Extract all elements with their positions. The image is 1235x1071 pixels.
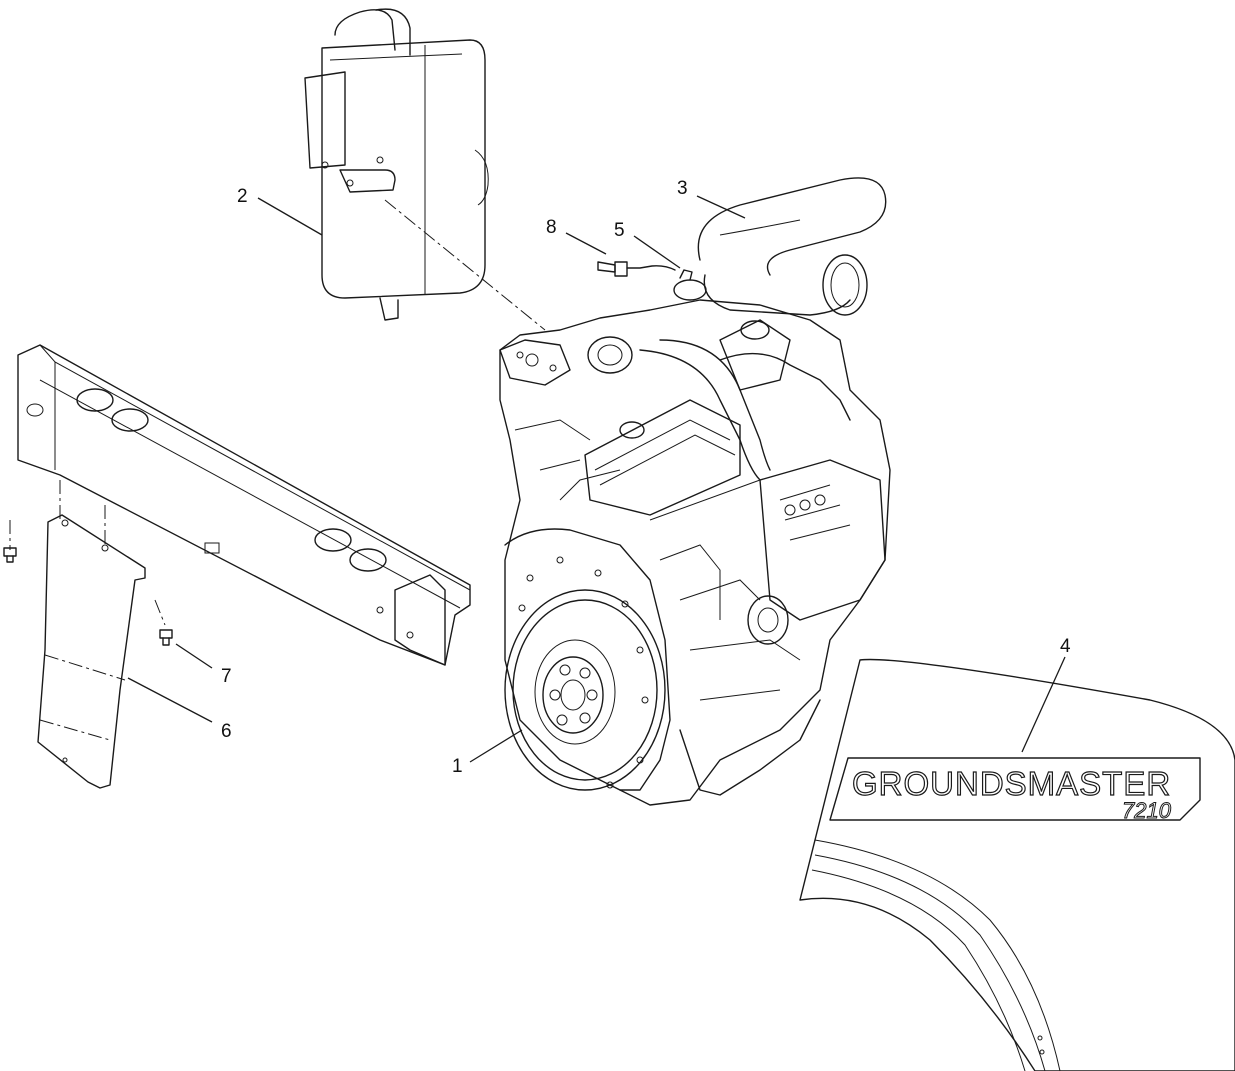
- decal-brand-text: GROUNDSMASTER: [852, 765, 1171, 802]
- leader-4: [1021, 656, 1066, 753]
- leader-5: [633, 235, 681, 269]
- callout-muffler: 2: [237, 186, 248, 207]
- callout-bolt: 7: [221, 666, 232, 687]
- muffler: [304, 8, 489, 321]
- callout-sensor: 8: [546, 217, 557, 238]
- callout-shield: 6: [221, 721, 232, 742]
- callout-clamp: 5: [614, 220, 625, 241]
- flange-bolts: [3, 520, 173, 646]
- frame-rail: [17, 344, 471, 666]
- intake-hose: [697, 177, 887, 316]
- leader-6: [127, 677, 213, 723]
- callout-engine: 1: [452, 756, 463, 777]
- engine: [499, 299, 891, 806]
- alignment-line: [384, 199, 546, 331]
- leader-8: [565, 232, 607, 255]
- heat-shield: [37, 480, 146, 789]
- decal-model-text: 7210: [1122, 798, 1172, 823]
- callout-hose: 3: [677, 178, 688, 199]
- leader-7: [175, 643, 213, 669]
- hood-decal: [799, 658, 1235, 1071]
- leader-2: [257, 197, 323, 236]
- callout-hood-decal: 4: [1060, 636, 1071, 657]
- leader-3: [696, 195, 746, 219]
- leader-1: [469, 729, 523, 763]
- temperature-sensor: [597, 261, 676, 277]
- hose-clamp: [673, 269, 707, 301]
